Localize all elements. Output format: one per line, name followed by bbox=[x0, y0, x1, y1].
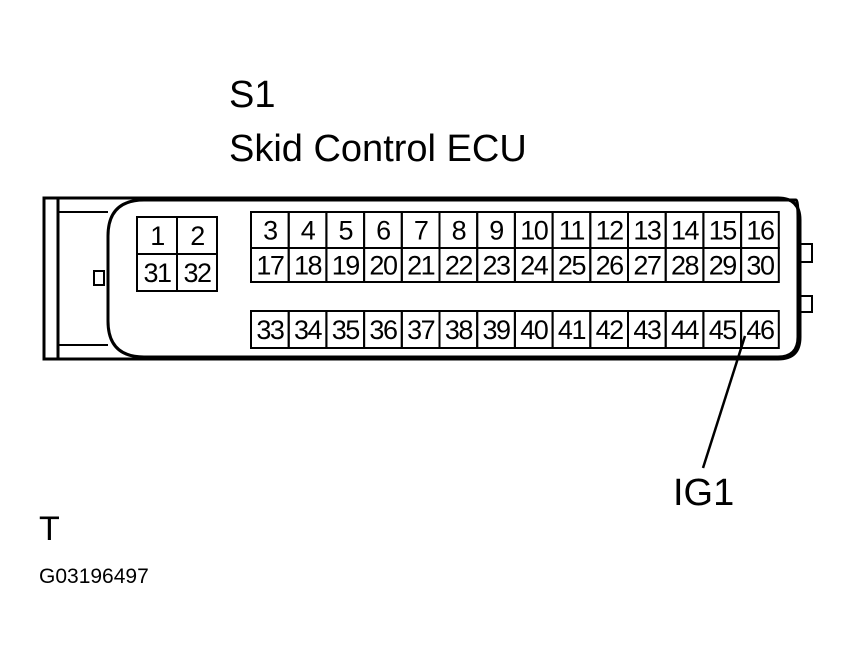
pin-number: 32 bbox=[183, 258, 211, 288]
pin-number: 25 bbox=[558, 251, 586, 281]
pin-number: 24 bbox=[520, 251, 549, 281]
ig1-leader-line bbox=[701, 335, 747, 469]
connector-face bbox=[106, 198, 800, 359]
connector-body bbox=[42, 196, 813, 361]
pin-number: 42 bbox=[596, 315, 624, 345]
pin-number: 10 bbox=[520, 216, 548, 246]
pin-number: 29 bbox=[709, 251, 737, 281]
pin-number: 45 bbox=[709, 315, 737, 345]
pin-number: 35 bbox=[332, 315, 360, 345]
pin-number: 9 bbox=[489, 216, 503, 246]
lock-tab-left bbox=[93, 270, 105, 286]
pin-number: 14 bbox=[671, 216, 700, 246]
pin-number: 30 bbox=[746, 251, 774, 281]
pin-number: 33 bbox=[256, 315, 284, 345]
pin-number: 31 bbox=[143, 258, 171, 288]
pin-number: 43 bbox=[633, 315, 661, 345]
pin-number: 36 bbox=[369, 315, 397, 345]
pin-number: 17 bbox=[256, 251, 284, 281]
pin-number: 23 bbox=[483, 251, 511, 281]
pin-number: 16 bbox=[746, 216, 774, 246]
pin-number: 5 bbox=[338, 216, 352, 246]
pin-number: 28 bbox=[671, 251, 699, 281]
pin-number: 44 bbox=[671, 315, 700, 345]
connector-code: S1 bbox=[229, 74, 276, 116]
pin-number: 11 bbox=[559, 216, 585, 246]
connector-back-plate bbox=[42, 196, 60, 361]
pin-number: 46 bbox=[746, 315, 774, 345]
pin-number: 40 bbox=[520, 315, 548, 345]
pin-cavity bbox=[740, 310, 780, 349]
pin-number: 8 bbox=[452, 216, 466, 246]
pin-number: 38 bbox=[445, 315, 473, 345]
pin-number: 39 bbox=[483, 315, 511, 345]
pin-number: 3 bbox=[263, 216, 277, 246]
pin-number: 21 bbox=[407, 251, 435, 281]
pin-number: 34 bbox=[294, 315, 323, 345]
lock-tab-right-top bbox=[799, 243, 813, 263]
pin-block-lower: 33 34 35 36 37 38 39 40 41 42 43 44 45 46 bbox=[250, 310, 780, 349]
pin-number: 2 bbox=[190, 221, 204, 251]
lock-tab-right-bottom bbox=[799, 295, 813, 313]
pin-number: 1 bbox=[150, 221, 164, 251]
pin-number: 13 bbox=[633, 216, 661, 246]
pin-cavity bbox=[176, 253, 218, 292]
pin-number: 4 bbox=[301, 216, 316, 246]
pin-number: 7 bbox=[414, 216, 428, 246]
view-label: T bbox=[39, 510, 60, 548]
connector-name: Skid Control ECU bbox=[229, 128, 527, 170]
pin-number: 6 bbox=[376, 216, 390, 246]
pin-number: 15 bbox=[709, 216, 737, 246]
figure-code: G03196497 bbox=[39, 565, 149, 588]
pin-number: 22 bbox=[445, 251, 473, 281]
pin-number: 18 bbox=[294, 251, 322, 281]
pin-cavity bbox=[740, 247, 780, 283]
pin-number: 12 bbox=[596, 216, 624, 246]
pin-number: 19 bbox=[332, 251, 360, 281]
pin-number: 41 bbox=[558, 315, 586, 345]
pin-number: 26 bbox=[596, 251, 624, 281]
pin-number: 20 bbox=[369, 251, 397, 281]
pin-number: 37 bbox=[407, 315, 435, 345]
callout-label: IG1 bbox=[673, 472, 735, 514]
pin-number: 27 bbox=[633, 251, 661, 281]
